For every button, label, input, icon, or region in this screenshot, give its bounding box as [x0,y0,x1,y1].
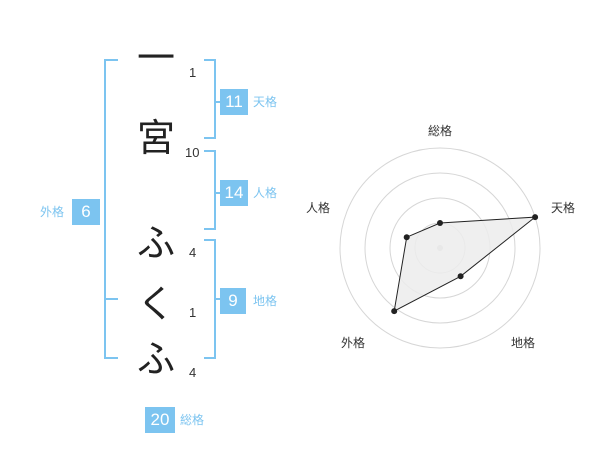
name-char-2: 宮 [136,116,175,160]
radar-point-5 [403,234,410,241]
stroke-count-5: 4 [189,365,197,380]
stroke-count-1: 1 [189,65,197,80]
name-char-3: ふ [136,221,175,265]
gaikaku-bracket [104,59,118,359]
chikaku-label: 地格 [253,294,278,308]
axis-label-gaikaku: 外格 [341,336,366,350]
soukaku-label: 総格 [180,413,205,427]
gaikaku-label: 外格 [40,205,65,219]
jinkaku-connector [214,192,222,194]
tenkaku-bracket [204,59,216,139]
gaikaku-badge: 6 [72,199,100,225]
axis-label-tenkaku: 天格 [551,201,576,215]
name-char-5: ふ [136,337,175,381]
radar-polygon [393,216,537,313]
stroke-count-2: 10 [185,145,200,160]
name-char-4: く [136,282,175,326]
gaikaku-divider-tick [104,298,118,300]
stroke-count-4: 1 [189,305,197,320]
axis-label-soukaku: 総格 [428,124,453,138]
tenkaku-badge: 11 [220,89,248,115]
name-char-1: 一 [136,36,175,80]
radar-ring-3 [364,172,516,324]
tenkaku-connector [214,101,222,103]
tenkaku-label: 天格 [253,95,278,109]
radar-point-1 [437,220,443,226]
chikaku-connector [214,298,222,300]
jinkaku-badge: 14 [220,180,248,206]
jinkaku-bracket [204,150,216,230]
axis-label-jinkaku: 人格 [306,201,331,215]
chikaku-badge: 9 [220,288,246,314]
radar-ring-4 [339,147,541,349]
stroke-count-3: 4 [189,245,197,260]
soukaku-badge: 20 [145,407,175,433]
radar-point-3 [457,273,464,280]
radar-point-4 [391,308,398,315]
jinkaku-label: 人格 [253,186,278,200]
axis-label-chikaku: 地格 [511,336,536,350]
radar-point-2 [532,214,539,221]
